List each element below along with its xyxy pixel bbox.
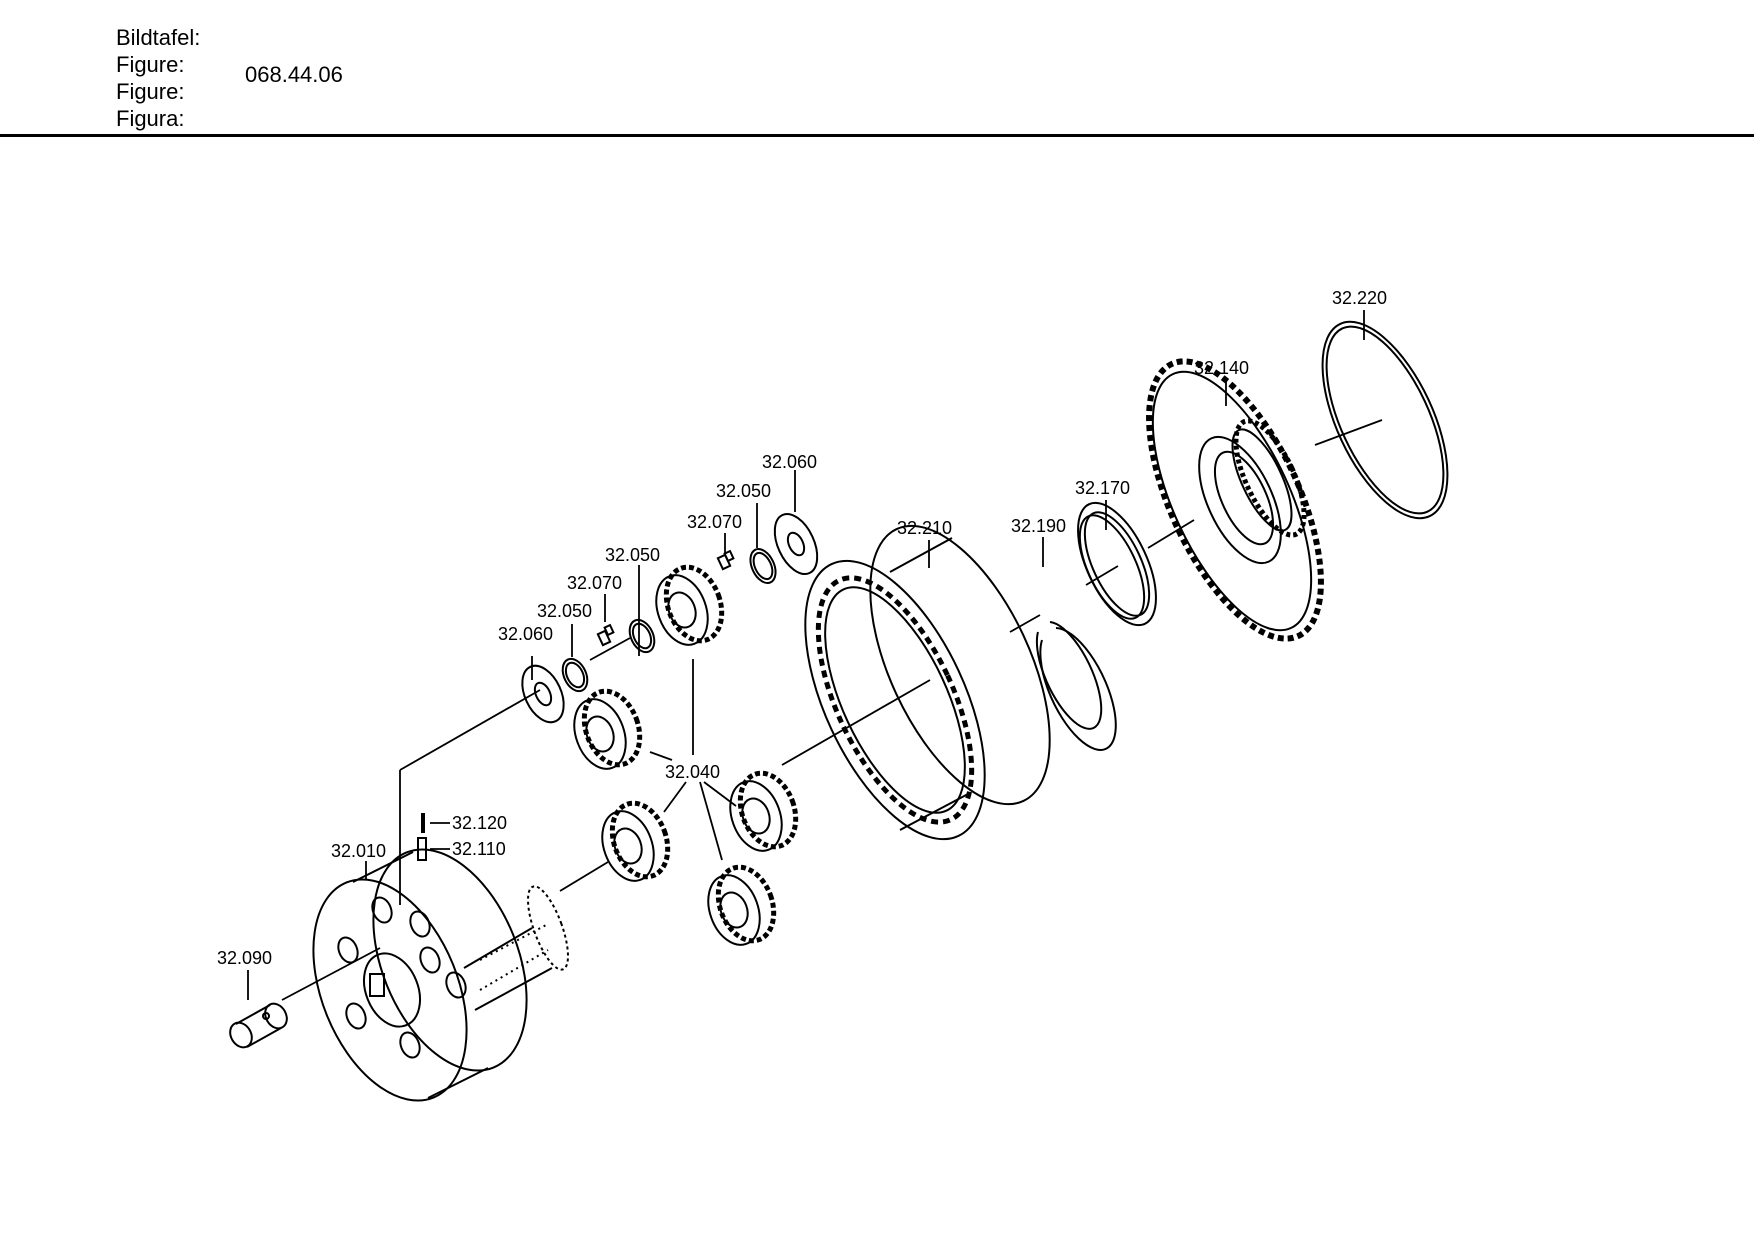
part-o-ring-32220: [1321, 320, 1449, 520]
part-bearing-32170: [1077, 501, 1157, 627]
callout-32060-lower: 32.060: [498, 624, 553, 644]
callout-32040: 32.040: [665, 762, 720, 782]
part-bolt-32090: [229, 1002, 288, 1049]
part-planet-gear-bottom: [707, 864, 777, 946]
label-bildtafel: Bildtafel:: [116, 25, 201, 50]
part-planet-gear-upper: [655, 564, 725, 646]
part-planet-gear-lower-left: [601, 800, 671, 882]
callout-32050-middle: 32.050: [605, 545, 660, 565]
callout-32070-upper: 32.070: [687, 512, 742, 532]
callout-32110: 32.110: [452, 839, 506, 859]
callout-leaders: [247, 310, 1365, 1000]
figure-number: 068.44.06: [245, 62, 343, 87]
part-retaining-ring-32050-lower: [628, 618, 656, 654]
header-labels: Bildtafel: Figure: Figure: Figura:: [116, 24, 200, 132]
callout-32120: 32.120: [452, 813, 507, 833]
callout-32090: 32.090: [217, 948, 272, 968]
callout-32140: 32.140: [1194, 358, 1249, 378]
callout-32170: 32.170: [1075, 478, 1130, 498]
callout-32060-upper: 32.060: [762, 452, 817, 472]
part-internal-gear-32210: [804, 524, 1051, 841]
label-figura: Figura:: [116, 106, 185, 131]
callout-32190: 32.190: [1011, 516, 1066, 536]
label-figure-fr: Figure:: [116, 79, 185, 104]
callout-labels: 32.220 32.140 32.170 32.190 32.210 32.06…: [217, 288, 1387, 968]
callout-32050-lower: 32.050: [537, 601, 592, 621]
part-planet-gear-right: [729, 770, 799, 852]
part-needle-cage-32070-lower: [596, 623, 615, 647]
part-planet-carrier-32010: [312, 848, 569, 1102]
part-ring-gear-32140: [1146, 358, 1324, 642]
label-figure-en: Figure:: [116, 52, 185, 77]
callout-32220: 32.220: [1332, 288, 1387, 308]
part-thrust-washer-32060-lower: [521, 664, 565, 724]
part-retaining-ring-32050-upper: [749, 548, 777, 584]
callout-32010: 32.010: [331, 841, 386, 861]
part-needle-cage-32070-upper: [716, 549, 735, 571]
part-planet-gear-middle: [573, 688, 643, 770]
assembly-axis-lines: [281, 419, 1383, 1001]
callout-32070-lower: 32.070: [567, 573, 622, 593]
callout-32050-upper: 32.050: [716, 481, 771, 501]
part-retaining-ring-32050-left: [561, 657, 589, 693]
part-thrust-washer-32060-upper: [773, 513, 819, 575]
part-snap-ring-32190: [1035, 621, 1117, 751]
header-divider: [0, 134, 1754, 137]
callout-32210: 32.210: [897, 518, 952, 538]
